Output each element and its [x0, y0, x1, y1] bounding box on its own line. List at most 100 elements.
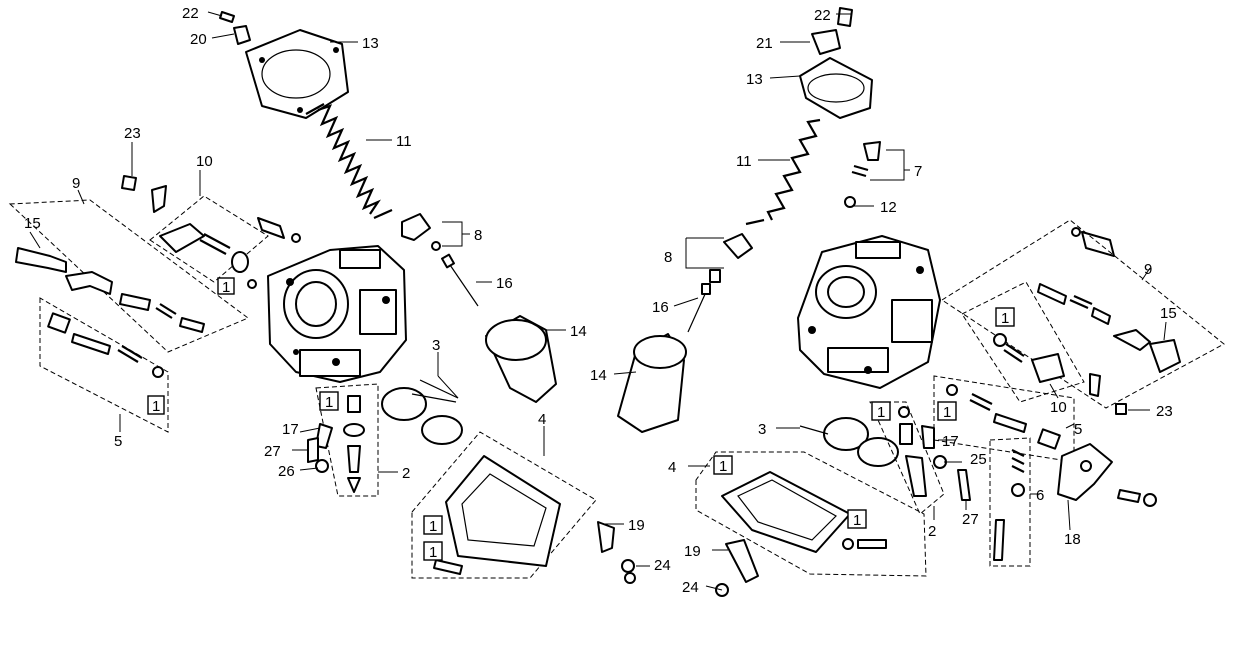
- valve-10-top: [257, 217, 301, 243]
- callout-3-right: 3: [758, 421, 766, 438]
- callout-9-left: 9: [72, 175, 80, 192]
- screw-group-9: [119, 293, 205, 333]
- spring-11-right: [745, 118, 821, 226]
- valve-right-top: [1071, 227, 1115, 257]
- callout-19-right: 19: [684, 543, 701, 560]
- kit-label-right-2: 1: [871, 401, 891, 421]
- kit-label-right-bowl-a: 1: [713, 455, 733, 475]
- outline-group-10-right: [961, 281, 1085, 403]
- bracket-23-right: [1089, 373, 1127, 415]
- callout-21: 21: [756, 35, 773, 52]
- screw-22-right: [837, 7, 853, 27]
- callout-26: 26: [278, 463, 295, 480]
- callout-24-left: 24: [654, 557, 671, 574]
- screw-24-left: [621, 559, 636, 584]
- carburetor-body-right: [797, 235, 941, 389]
- callout-10-right: 10: [1050, 399, 1067, 416]
- needle-holder-right: [687, 233, 753, 333]
- svg-text:1: 1: [325, 394, 333, 411]
- callout-22-left: 22: [182, 5, 199, 22]
- callout-13-left: 13: [362, 35, 379, 52]
- callout-2-right: 2: [928, 523, 936, 540]
- callout-7: 7: [914, 163, 922, 180]
- callout-15-left: 15: [24, 215, 41, 232]
- callout-16-right: 16: [652, 299, 669, 316]
- funnel-14-right: [617, 333, 687, 433]
- bracket-19-left: [597, 521, 615, 553]
- callout-numbers: 22 20 13 11 23 10 9 15 8 16 14 3 5 17 27…: [24, 5, 1177, 596]
- callout-11-right: 11: [736, 153, 752, 170]
- callout-9-right: 9: [1144, 261, 1152, 278]
- outline-group-2-left: [315, 383, 379, 497]
- callout-6: 6: [1036, 487, 1044, 504]
- needle-holder-left: [401, 213, 479, 307]
- outline-group-9-left: [8, 199, 249, 353]
- jets-17-25-right: [921, 425, 971, 501]
- callout-8-right: 8: [664, 249, 672, 266]
- callout-4-right: 4: [668, 459, 676, 476]
- callout-23-right: 23: [1156, 403, 1173, 420]
- svg-text:1: 1: [719, 458, 727, 475]
- carburetor-body-left: [267, 245, 407, 383]
- float-3-left: [381, 379, 463, 445]
- bracket-20: [233, 25, 251, 45]
- kit-label-right-bowl-b: 1: [847, 509, 867, 529]
- callout-13-right: 13: [746, 71, 763, 88]
- outline-group-5-right: [933, 375, 1075, 463]
- float-valve-group-right: [898, 406, 927, 497]
- callout-17-left: 17: [282, 421, 299, 438]
- top-cover-right: [799, 57, 873, 119]
- cover-10-right: [993, 333, 1065, 383]
- screw-22-left: [219, 11, 235, 23]
- hose-15-left: [15, 247, 113, 295]
- callout-22-right: 22: [814, 7, 831, 24]
- svg-text:1: 1: [222, 279, 230, 296]
- screw-group-5: [47, 312, 164, 378]
- callout-11-left: 11: [396, 133, 412, 150]
- float-valve-group-left: [343, 395, 365, 493]
- callout-5-right: 5: [1074, 421, 1082, 438]
- kit-label-left-2: 1: [319, 391, 339, 411]
- svg-text:1: 1: [943, 404, 951, 421]
- outline-group-2-right: [869, 401, 945, 515]
- callout-12: 12: [880, 199, 897, 216]
- callout-25: 25: [970, 451, 987, 468]
- svg-text:1: 1: [1001, 310, 1009, 327]
- bracket-21: [811, 29, 841, 55]
- svg-text:1: 1: [152, 398, 160, 415]
- callout-20: 20: [190, 31, 207, 48]
- callout-4-left: 4: [538, 411, 546, 428]
- kit-label-left-bowl-a: 1: [423, 515, 443, 535]
- kit-label-left-5: 1: [147, 395, 165, 415]
- outline-group-10-left: [149, 195, 269, 283]
- callout-27-right: 27: [962, 511, 979, 528]
- outline-group-4-right: [695, 451, 927, 577]
- callout-5-left: 5: [114, 433, 122, 450]
- float-bowl-right: [721, 471, 887, 553]
- kit-label-right-10: 1: [995, 307, 1015, 327]
- callout-17-right: 17: [942, 433, 959, 450]
- screws-7-12: [844, 141, 881, 208]
- callout-23-left: 23: [124, 125, 141, 142]
- callout-24-right: 24: [682, 579, 699, 596]
- jets-17-27-left: [307, 423, 333, 473]
- spring-11-left: [305, 103, 393, 220]
- leader-lines: [29, 11, 1167, 591]
- callout-2-left: 2: [402, 465, 410, 482]
- svg-text:1: 1: [877, 404, 885, 421]
- screw-23-left: [121, 175, 167, 213]
- callout-18: 18: [1064, 531, 1081, 548]
- top-cover-left: [245, 29, 349, 119]
- callout-8-left: 8: [474, 227, 482, 244]
- callout-3-left: 3: [432, 337, 440, 354]
- outline-group-6: [989, 437, 1031, 567]
- float-valve-6: [993, 449, 1025, 561]
- svg-text:1: 1: [853, 512, 861, 529]
- kit-label-left-10: 1: [217, 277, 235, 296]
- float-3-right: [799, 417, 899, 467]
- bracket-19-right: [725, 539, 759, 583]
- callout-19-left: 19: [628, 517, 645, 534]
- svg-text:1: 1: [429, 518, 437, 535]
- hose-15-right: [1113, 329, 1181, 373]
